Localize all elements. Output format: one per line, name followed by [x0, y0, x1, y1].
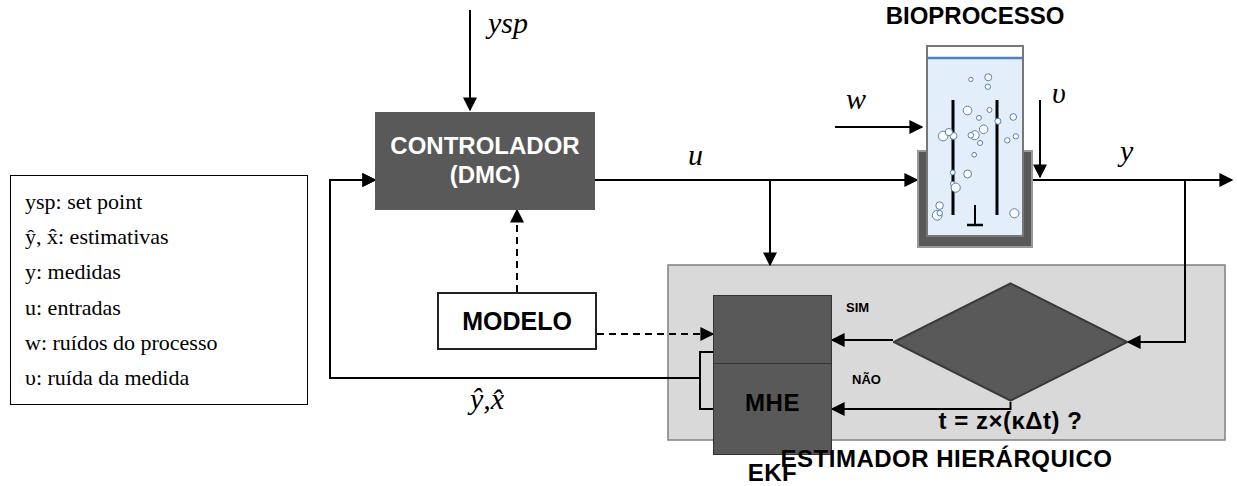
node-text: w: ruídos do processo [25, 330, 293, 356]
bubble [945, 128, 952, 135]
estimator-background [668, 265, 1225, 440]
bubble [968, 132, 974, 138]
node-text: BIOPROCESSO [886, 2, 1065, 30]
node-text: EKF [714, 459, 831, 486]
node-text: ŷ, x̂: estimativas [25, 224, 293, 250]
node-text: MODELO [462, 307, 572, 336]
model-link [597, 333, 713, 335]
process-noise-arrow [835, 126, 922, 128]
setpoint-arrow [469, 10, 471, 110]
bubble [951, 183, 960, 192]
bubble [985, 74, 992, 81]
tank-vessel [927, 46, 1023, 236]
controller-box: CONTROLADOR (DMC) [375, 112, 595, 210]
bubble [1010, 114, 1017, 121]
node-text: y: medidas [25, 259, 293, 285]
node-text: u: entradas [25, 295, 293, 321]
process-noise-symbol: w [846, 82, 866, 116]
bubble [979, 125, 988, 134]
bioreactor-tank: BIOPROCESSO [917, 45, 1033, 248]
signal-connector [330, 180, 713, 409]
tank-drawing [917, 45, 1033, 248]
bubble [969, 77, 973, 81]
branch-label: NÃO [852, 372, 881, 387]
measurement-noise-arrow [1039, 100, 1041, 177]
bubble [972, 152, 977, 157]
estimator-frame [668, 265, 1225, 440]
node-text: υ: ruída da medida [25, 365, 293, 391]
bubble [937, 210, 942, 215]
diamond-outline [893, 282, 1128, 402]
signal-connector [595, 180, 770, 265]
bubble [963, 106, 972, 115]
model-link [516, 210, 518, 292]
measurement-noise-symbol: υ [1052, 76, 1066, 110]
model-box: MODELO [437, 292, 597, 350]
tank-headspace [928, 47, 1022, 58]
estimator-group: ESTIMADOR HIERÁRQUICOMHEEKFt = z×(κΔt) ? [668, 265, 1225, 440]
node-text: t = z×(κΔt) ? [893, 407, 1128, 435]
bubble [976, 115, 981, 120]
branch-label: SIM [846, 300, 869, 315]
bubble [987, 107, 992, 112]
bubble [964, 170, 972, 178]
decision-diamond: t = z×(κΔt) ? [893, 282, 1128, 402]
bubble [936, 202, 944, 210]
liquid-surface [928, 57, 1022, 60]
bubble [1005, 138, 1010, 143]
bubble [978, 140, 983, 145]
sparger [974, 205, 976, 225]
node-text: ysp: set point [25, 189, 293, 215]
estimate-symbol: ŷ,x̂ [470, 382, 504, 416]
input-symbol: u [688, 138, 703, 172]
bubble [985, 84, 990, 89]
sparger [967, 224, 983, 227]
output-symbol: y [1120, 134, 1133, 168]
node-text: MHE [714, 389, 831, 417]
bubble [1013, 134, 1018, 139]
bubble [995, 118, 1001, 124]
diamond-shape [894, 283, 1127, 400]
legend-box: ysp: set point ŷ, x̂: estimativas y: medid… [10, 175, 308, 405]
signal-connector [832, 339, 893, 341]
bubble [932, 210, 942, 220]
baffle [952, 100, 955, 215]
setpoint-symbol: ysp [488, 6, 528, 40]
bubble [1010, 209, 1019, 218]
bubble [950, 170, 955, 175]
baffle [996, 100, 999, 215]
node-text: CONTROLADOR (DMC) [390, 132, 579, 190]
